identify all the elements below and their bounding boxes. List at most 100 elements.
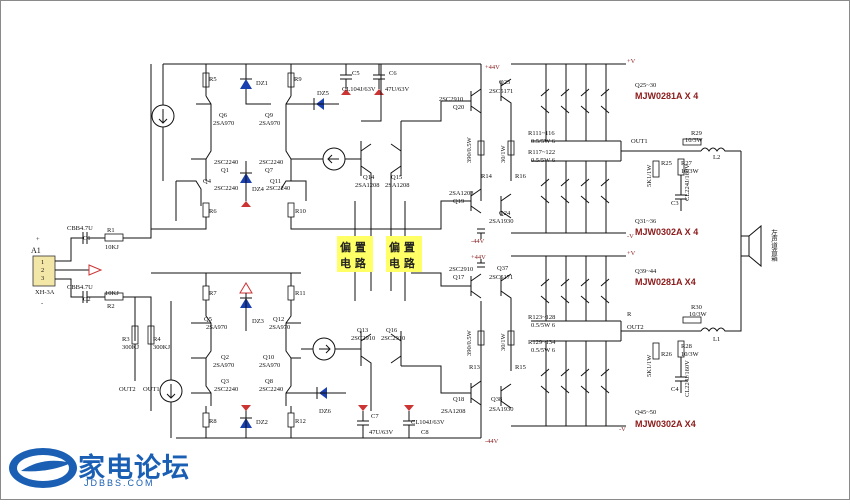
label-r: R: [627, 311, 632, 318]
label-r3x0: 390/0.5W: [466, 136, 473, 163]
label-q14t: 2SA1208: [355, 182, 380, 189]
label-r123v: 0.5/5W 6: [531, 322, 556, 329]
label-q1: Q1: [221, 167, 229, 174]
label-out2: OUT2: [119, 386, 136, 393]
label-r30: R30: [691, 304, 702, 311]
label-q12t: 2SA970: [269, 324, 290, 331]
label-q3136: Q31~36: [635, 218, 657, 225]
label-q4550: Q45~50: [635, 409, 656, 416]
label-c8v: CL104J/63V: [411, 419, 445, 426]
label-r26v: 5K1/1W: [646, 354, 653, 377]
label-q10t: 2SA970: [259, 362, 280, 369]
label-r117: R117~122: [528, 149, 555, 156]
label-q5: Q5: [204, 316, 212, 323]
label-r1v: 10KJ: [105, 244, 119, 251]
label-out1b: OUT1: [631, 138, 648, 145]
label-c4: C4: [671, 386, 679, 393]
label-r117v: 0.5/5W 6: [531, 157, 556, 164]
label-q1t: 2SC2240: [214, 159, 238, 166]
label-label: A1: [31, 246, 41, 255]
label-line2: 电 路: [340, 256, 367, 270]
label-r14: R14: [481, 173, 493, 180]
label-c7v: 47U/63V: [369, 429, 394, 436]
label-2: 3: [41, 275, 44, 282]
watermark-name: 家电论坛: [78, 453, 190, 484]
label-q38: Q38: [491, 396, 502, 403]
label-r111: R111~116: [528, 130, 555, 137]
label-l1: L1: [713, 336, 720, 343]
label-neg: -44V: [471, 238, 485, 245]
label-r29: R29: [691, 130, 702, 137]
label-q20t: 2SC2910: [439, 96, 463, 103]
label-q11t: 2SC2240: [266, 185, 290, 192]
label-q38t: 2SA1930: [489, 406, 514, 413]
label-neg: -44V: [485, 438, 499, 445]
label-q16: Q16: [386, 327, 398, 334]
label-q15: Q15: [391, 174, 402, 181]
label-bot_pnp: MJW0302A X4: [635, 419, 696, 429]
label-q7: Q7: [265, 167, 274, 174]
label-q10: Q10: [263, 354, 274, 361]
label-c8: C8: [421, 429, 429, 436]
label-r3v: 300KJ: [122, 344, 139, 351]
label-r1: R1: [107, 227, 115, 234]
label-q6t: 2SA970: [213, 120, 234, 127]
label-line2: 电 路: [389, 256, 416, 270]
label-r29v: 10/3W: [685, 137, 704, 144]
label-c3: C3: [671, 200, 679, 207]
label-q11: Q11: [270, 178, 281, 185]
output-transistor-array-bottom: [531, 256, 622, 426]
label-q37: Q37: [497, 265, 509, 272]
label-r15: R15: [515, 364, 526, 371]
label-1: 2: [41, 267, 44, 274]
label-r28: R28: [681, 343, 692, 350]
label-q9t: 2SA970: [259, 120, 280, 127]
label-r390b: 390/0.5W: [466, 329, 473, 356]
label-q8: Q8: [265, 378, 273, 385]
label-q13: Q13: [357, 327, 368, 334]
label-pos: +44V: [471, 254, 486, 261]
label-r4: R4: [153, 336, 161, 343]
label-r25v: 5K1/1W: [646, 164, 653, 187]
label-c5v: CL104J/63V: [342, 86, 376, 93]
label-dz2: DZ2: [256, 419, 268, 426]
label-r25: R25: [661, 160, 672, 167]
label-l2: L2: [713, 154, 720, 161]
label-q3: Q3: [221, 378, 229, 385]
label-r6: R6: [209, 208, 217, 215]
label-0: 1: [41, 259, 44, 266]
label-r28v: 10/3W: [681, 351, 700, 358]
label-q24: Q24: [499, 210, 511, 217]
input-connector: 1 2 3 A1 + XH-3A -: [31, 236, 56, 307]
label-r26: R26: [661, 351, 673, 358]
label-v_pos: +V: [627, 58, 636, 65]
label-q19: Q19: [453, 198, 464, 205]
label-q24t: 2SA1930: [489, 218, 514, 225]
label-c3v: CL224J/160V: [684, 164, 691, 201]
label-top_pnp: MJW0302A X 4: [635, 227, 698, 237]
label-q20: Q20: [453, 104, 464, 111]
label-r123: R123~128: [528, 314, 555, 321]
label-q2530: Q25~30: [635, 82, 656, 89]
label-connector: XH-3A: [35, 289, 55, 296]
label-c7: C7: [371, 413, 379, 420]
label-q8t: 2SC2240: [259, 386, 283, 393]
label-r30v: 10/3W: [689, 311, 708, 318]
label-q5t: 2SA970: [206, 324, 227, 331]
label-c6: C6: [389, 70, 397, 77]
output-transistor-array-top: [531, 64, 622, 233]
label-line1: 偏 置: [340, 240, 366, 254]
label-q7t: 2SC2240: [259, 159, 283, 166]
label-r4v: 300KJ: [153, 344, 170, 351]
label-q9: Q9: [265, 112, 273, 119]
label-minus: -: [41, 300, 43, 307]
label-r30b: 30/1W: [500, 332, 507, 351]
label-r129: R129~134: [528, 339, 556, 346]
site-logo-icon: [9, 448, 77, 488]
label-plus: +: [36, 236, 40, 243]
label-c6v: 47U/63V: [385, 86, 410, 93]
label-out1: OUT1: [143, 386, 160, 393]
label-r111v: 0.5/5W 6: [531, 138, 556, 145]
